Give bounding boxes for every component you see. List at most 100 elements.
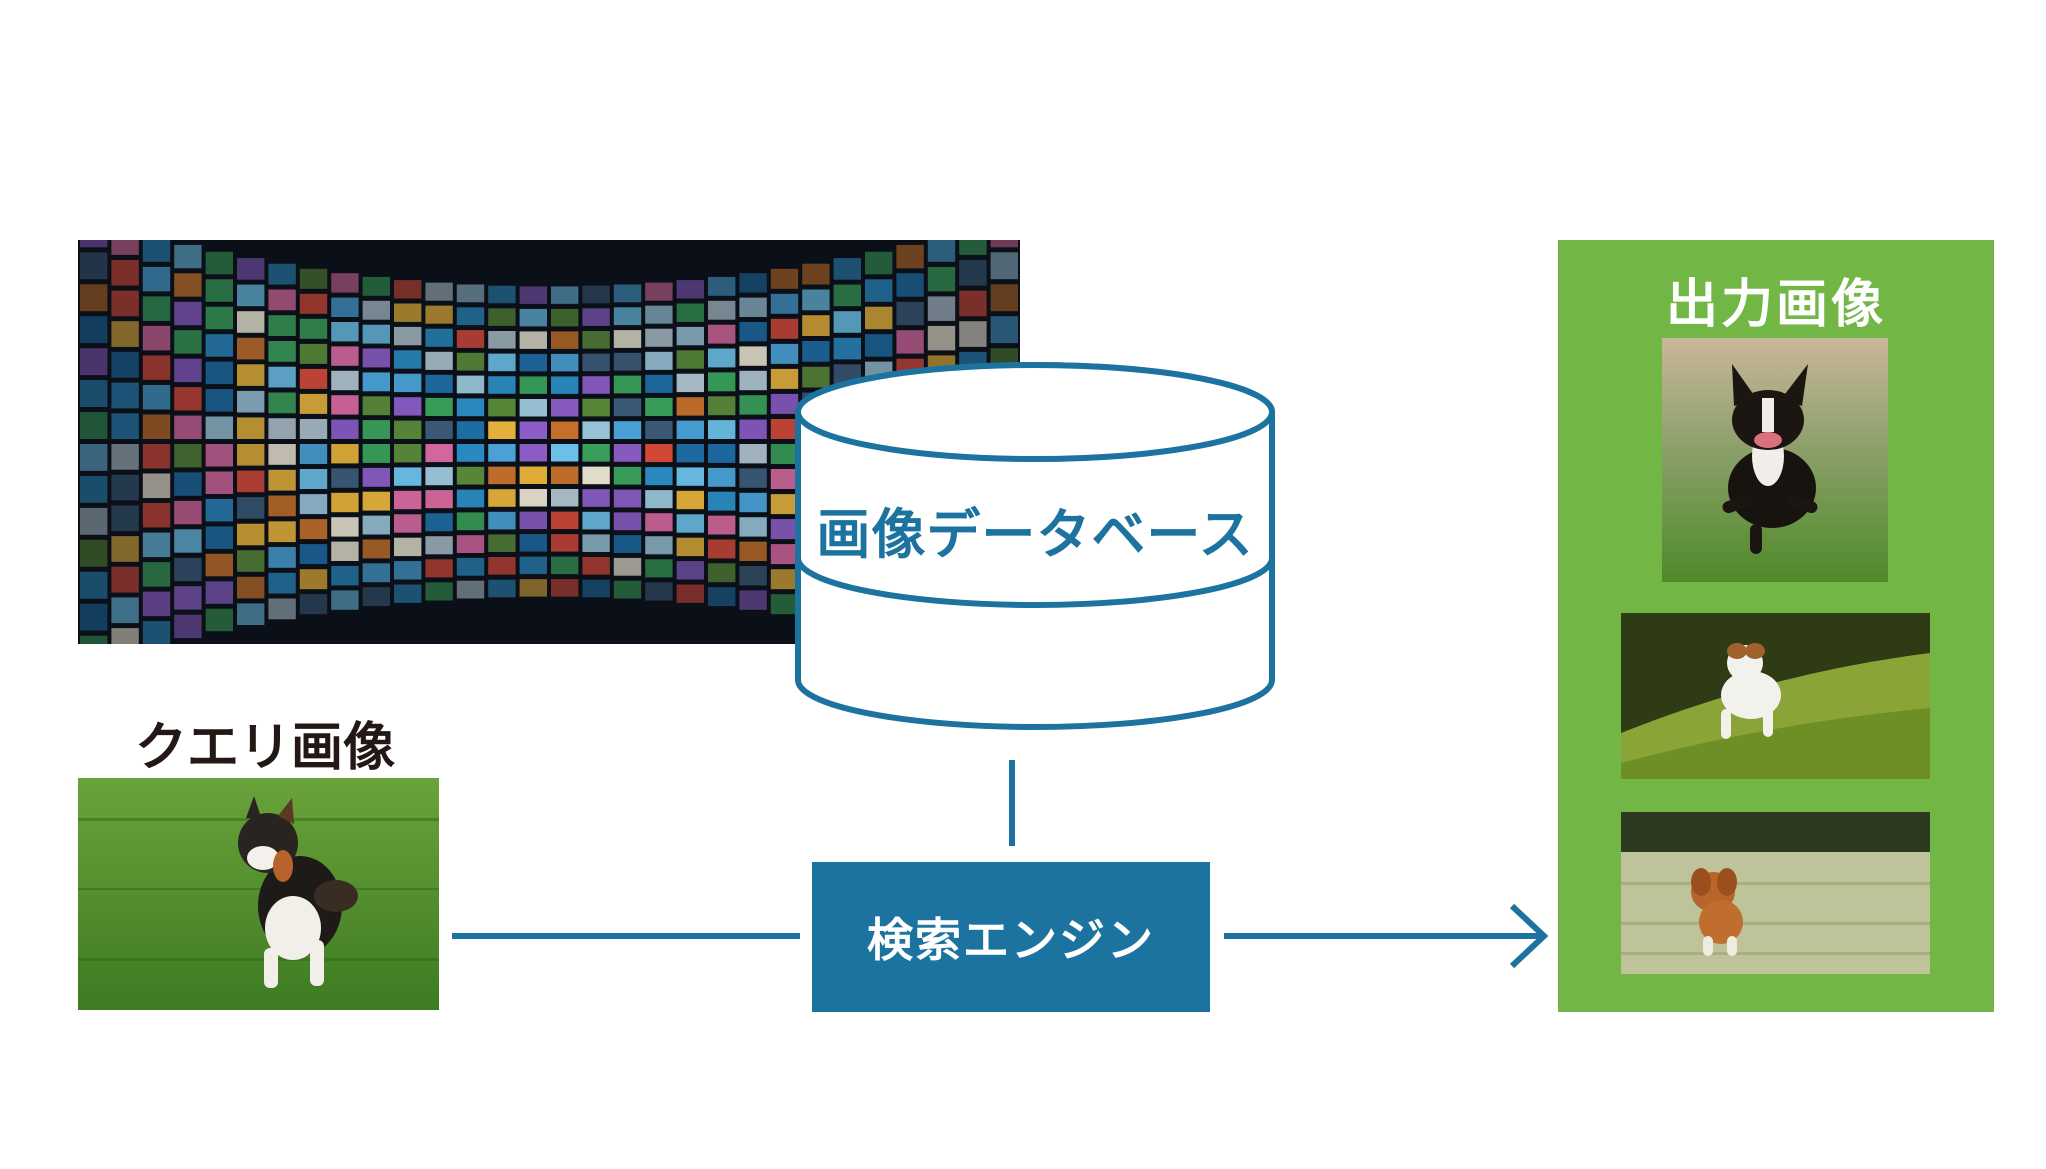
wall-thumbnail bbox=[111, 321, 139, 347]
wall-thumbnail bbox=[582, 376, 610, 394]
wall-thumbnail bbox=[80, 539, 108, 567]
wall-thumbnail bbox=[205, 416, 233, 439]
wall-thumbnail bbox=[896, 330, 924, 354]
wall-thumbnail bbox=[551, 421, 579, 439]
wall-thumbnail bbox=[237, 311, 265, 333]
wall-thumbnail bbox=[519, 556, 547, 575]
wall-thumbnail bbox=[739, 541, 767, 561]
wall-thumbnail bbox=[237, 284, 265, 307]
wall-thumbnail bbox=[833, 311, 861, 333]
wall-thumbnail bbox=[237, 337, 265, 360]
wall-thumbnail bbox=[802, 341, 830, 362]
wall-thumbnail bbox=[362, 396, 390, 416]
wall-thumbnail bbox=[959, 240, 987, 255]
wall-thumbnail bbox=[237, 390, 265, 413]
wall-thumbnail bbox=[613, 421, 642, 439]
wall-thumbnail bbox=[645, 559, 673, 578]
wall-thumbnail bbox=[425, 582, 453, 601]
wall-thumbnail bbox=[456, 307, 485, 326]
wall-thumbnail bbox=[299, 519, 328, 540]
wall-thumbnail bbox=[425, 374, 453, 393]
wall-thumbnail bbox=[676, 561, 704, 580]
wall-thumbnail bbox=[708, 396, 736, 416]
wall-thumbnail bbox=[205, 608, 233, 632]
wall-thumbnail bbox=[142, 473, 171, 498]
wall-thumbnail bbox=[770, 594, 799, 615]
wall-thumbnail bbox=[519, 579, 547, 597]
wall-thumbnail bbox=[676, 490, 704, 510]
wall-thumbnail bbox=[645, 582, 673, 601]
wall-thumbnail bbox=[613, 557, 642, 576]
wall-thumbnail bbox=[174, 614, 202, 639]
wall-thumbnail bbox=[488, 308, 516, 326]
wall-thumbnail bbox=[425, 513, 453, 532]
wall-thumbnail bbox=[551, 534, 579, 552]
wall-thumbnail bbox=[488, 466, 516, 485]
wall-thumbnail bbox=[174, 557, 202, 582]
wall-thumbnail bbox=[299, 494, 328, 515]
wall-thumbnail bbox=[927, 325, 956, 351]
wall-thumbnail bbox=[645, 305, 673, 324]
wall-thumbnail bbox=[582, 353, 610, 372]
wall-thumbnail bbox=[394, 444, 422, 463]
wall-thumbnail bbox=[331, 395, 359, 415]
wall-thumbnail bbox=[205, 471, 233, 494]
wall-thumbnail bbox=[394, 280, 422, 299]
wall-thumbnail bbox=[237, 364, 265, 386]
wall-thumbnail bbox=[174, 273, 202, 297]
wall-thumbnail bbox=[519, 466, 547, 484]
wall-thumbnail bbox=[551, 489, 579, 507]
wall-thumbnail bbox=[80, 444, 108, 471]
wall-thumbnail bbox=[268, 469, 296, 491]
wall-thumbnail bbox=[268, 263, 296, 285]
wall-thumbnail bbox=[268, 366, 296, 388]
wall-thumbnail bbox=[331, 590, 359, 610]
wall-thumbnail bbox=[676, 514, 704, 533]
wall-thumbnail bbox=[456, 330, 485, 348]
wall-thumbnail bbox=[519, 331, 547, 349]
wall-thumbnail bbox=[142, 266, 171, 292]
wall-thumbnail bbox=[268, 521, 296, 543]
wall-thumbnail bbox=[111, 413, 139, 439]
wall-thumbnail bbox=[833, 258, 861, 280]
wall-thumbnail bbox=[865, 306, 893, 330]
wall-thumbnail bbox=[927, 266, 956, 292]
query-image-dog-photo bbox=[78, 778, 439, 1010]
wall-thumbnail bbox=[896, 244, 924, 269]
wall-thumbnail bbox=[488, 421, 516, 439]
wall-thumbnail bbox=[645, 490, 673, 509]
search-engine-label: 検索エンジン bbox=[867, 913, 1155, 967]
wall-thumbnail bbox=[237, 444, 265, 466]
wall-thumbnail bbox=[708, 539, 736, 559]
wall-thumbnail bbox=[708, 444, 736, 463]
wall-thumbnail bbox=[708, 515, 736, 535]
wall-thumbnail bbox=[739, 297, 767, 317]
wall-thumbnail bbox=[488, 444, 516, 462]
wall-thumbnail bbox=[394, 397, 422, 416]
wall-thumbnail bbox=[582, 579, 610, 598]
wall-thumbnail bbox=[425, 351, 453, 370]
wall-thumbnail bbox=[299, 343, 328, 364]
wall-thumbnail bbox=[268, 392, 296, 414]
wall-thumbnail bbox=[237, 417, 265, 439]
wall-thumbnail bbox=[676, 584, 704, 603]
wall-thumbnail bbox=[456, 375, 485, 394]
wall-thumbnail bbox=[80, 571, 108, 599]
arrow-right-icon bbox=[1509, 903, 1549, 969]
wall-thumbnail bbox=[645, 420, 673, 439]
wall-thumbnail bbox=[613, 284, 642, 303]
wall-thumbnail bbox=[519, 399, 547, 417]
wall-thumbnail bbox=[676, 537, 704, 557]
wall-thumbnail bbox=[205, 526, 233, 549]
wall-thumbnail bbox=[488, 398, 516, 417]
wall-thumbnail bbox=[551, 376, 579, 394]
wall-thumbnail bbox=[80, 412, 108, 439]
wall-thumbnail bbox=[111, 474, 139, 501]
wall-thumbnail bbox=[80, 284, 108, 312]
wall-thumbnail bbox=[739, 322, 767, 342]
wall-thumbnail bbox=[394, 537, 422, 557]
wall-thumbnail bbox=[268, 598, 296, 620]
wall-thumbnail bbox=[802, 315, 830, 336]
wall-thumbnail bbox=[456, 557, 485, 576]
wall-thumbnail bbox=[174, 301, 202, 326]
